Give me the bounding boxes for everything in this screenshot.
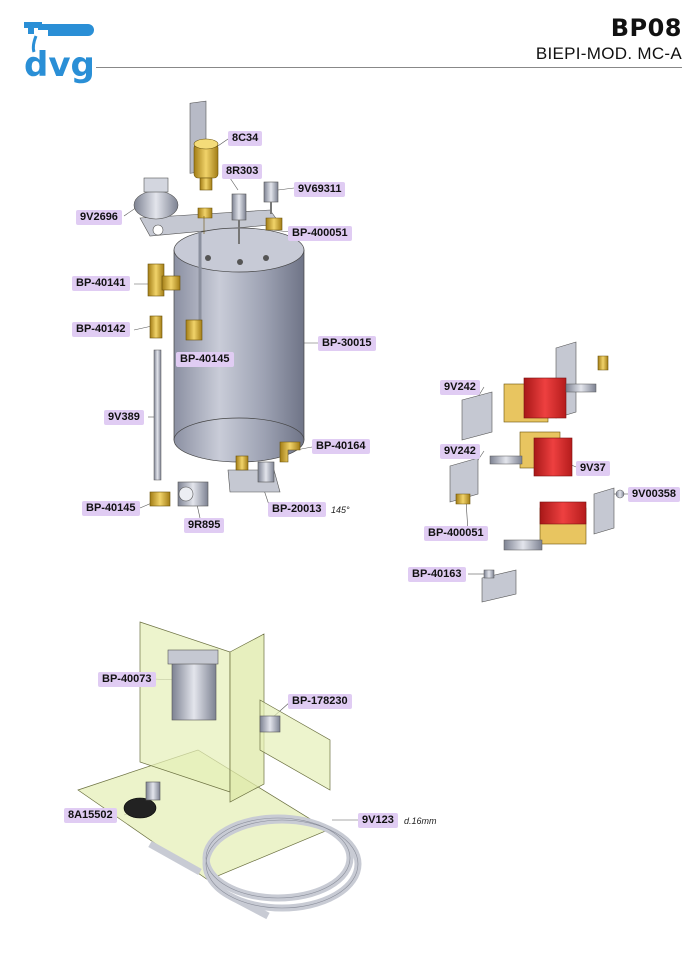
part-label-bp40145-top: BP-40145 bbox=[176, 352, 234, 367]
sheet-code: BP08 bbox=[610, 14, 682, 42]
part-label-8a15502: 8A15502 bbox=[64, 808, 117, 823]
part-label-bp40145-bottom: BP-40145 bbox=[82, 501, 140, 516]
part-label-9v242-top: 9V242 bbox=[440, 380, 480, 395]
part-label-9v242-middle: 9V242 bbox=[440, 444, 480, 459]
fitting-bp400051 bbox=[265, 217, 283, 231]
part-label-bp40073: BP-40073 bbox=[98, 672, 156, 687]
part-label-bp40142: BP-40142 bbox=[72, 322, 130, 337]
flow-meter bbox=[123, 797, 157, 819]
boiler-tank bbox=[173, 249, 305, 441]
nipple-fitting bbox=[149, 315, 163, 339]
dvg-logo-mark: dvg bbox=[24, 22, 95, 85]
part-label-9v2696: 9V2696 bbox=[76, 210, 122, 225]
header-rule bbox=[96, 67, 682, 68]
part-label-bp40164: BP-40164 bbox=[312, 439, 370, 454]
part-label-8c34: 8C34 bbox=[228, 131, 263, 146]
part-label-9v37: 9V37 bbox=[576, 461, 610, 476]
pump-coil-1 bbox=[523, 377, 567, 419]
part-label-9r895: 9R895 bbox=[184, 518, 225, 533]
part-label-bp400051-top: BP-400051 bbox=[288, 226, 352, 241]
frame-group bbox=[77, 621, 362, 920]
pump-group bbox=[449, 341, 625, 603]
part-label-9v69311: 9V69311 bbox=[294, 182, 346, 197]
part-label-9v00358: 9V00358 bbox=[628, 487, 681, 502]
level-probe bbox=[231, 193, 247, 221]
elbow-fitting-top bbox=[185, 319, 203, 341]
small-valve bbox=[259, 715, 281, 733]
brand-text: dvg bbox=[24, 45, 95, 84]
tube-rod bbox=[153, 349, 162, 481]
part-label-9v389: 9V389 bbox=[104, 410, 144, 425]
tee-fitting bbox=[147, 263, 165, 297]
elbow-fitting-bottom bbox=[149, 491, 171, 507]
part-label-bp20013: BP-20013 bbox=[268, 502, 326, 517]
pump-coil-2 bbox=[533, 437, 573, 477]
pump-bracket-1 bbox=[461, 391, 493, 441]
side-panel bbox=[229, 633, 265, 803]
pump-coil-3 bbox=[539, 501, 587, 525]
electronic-box bbox=[171, 659, 217, 721]
pump-bracket-2 bbox=[449, 457, 479, 503]
part-label-8r303: 8R303 bbox=[222, 164, 263, 179]
note-diameter: d.16mm bbox=[404, 816, 437, 826]
part-label-bp178230: BP-178230 bbox=[288, 694, 352, 709]
boiler-group bbox=[133, 100, 305, 507]
note-angle: 145° bbox=[331, 505, 350, 515]
thermostat bbox=[133, 190, 179, 220]
model-name: BIEPI-MOD. MC-A bbox=[535, 44, 682, 63]
part-label-bp40163: BP-40163 bbox=[408, 567, 466, 582]
dvg-logo: dvg bbox=[18, 12, 98, 85]
hose-barb bbox=[279, 441, 301, 463]
part-label-bp400051-right: BP-400051 bbox=[424, 526, 488, 541]
part-label-9v123: 9V123 bbox=[358, 813, 398, 828]
part-label-bp40141: BP-40141 bbox=[72, 276, 130, 291]
part-label-bp30015: BP-30015 bbox=[318, 336, 376, 351]
pressure-switch-fitting bbox=[263, 181, 279, 203]
